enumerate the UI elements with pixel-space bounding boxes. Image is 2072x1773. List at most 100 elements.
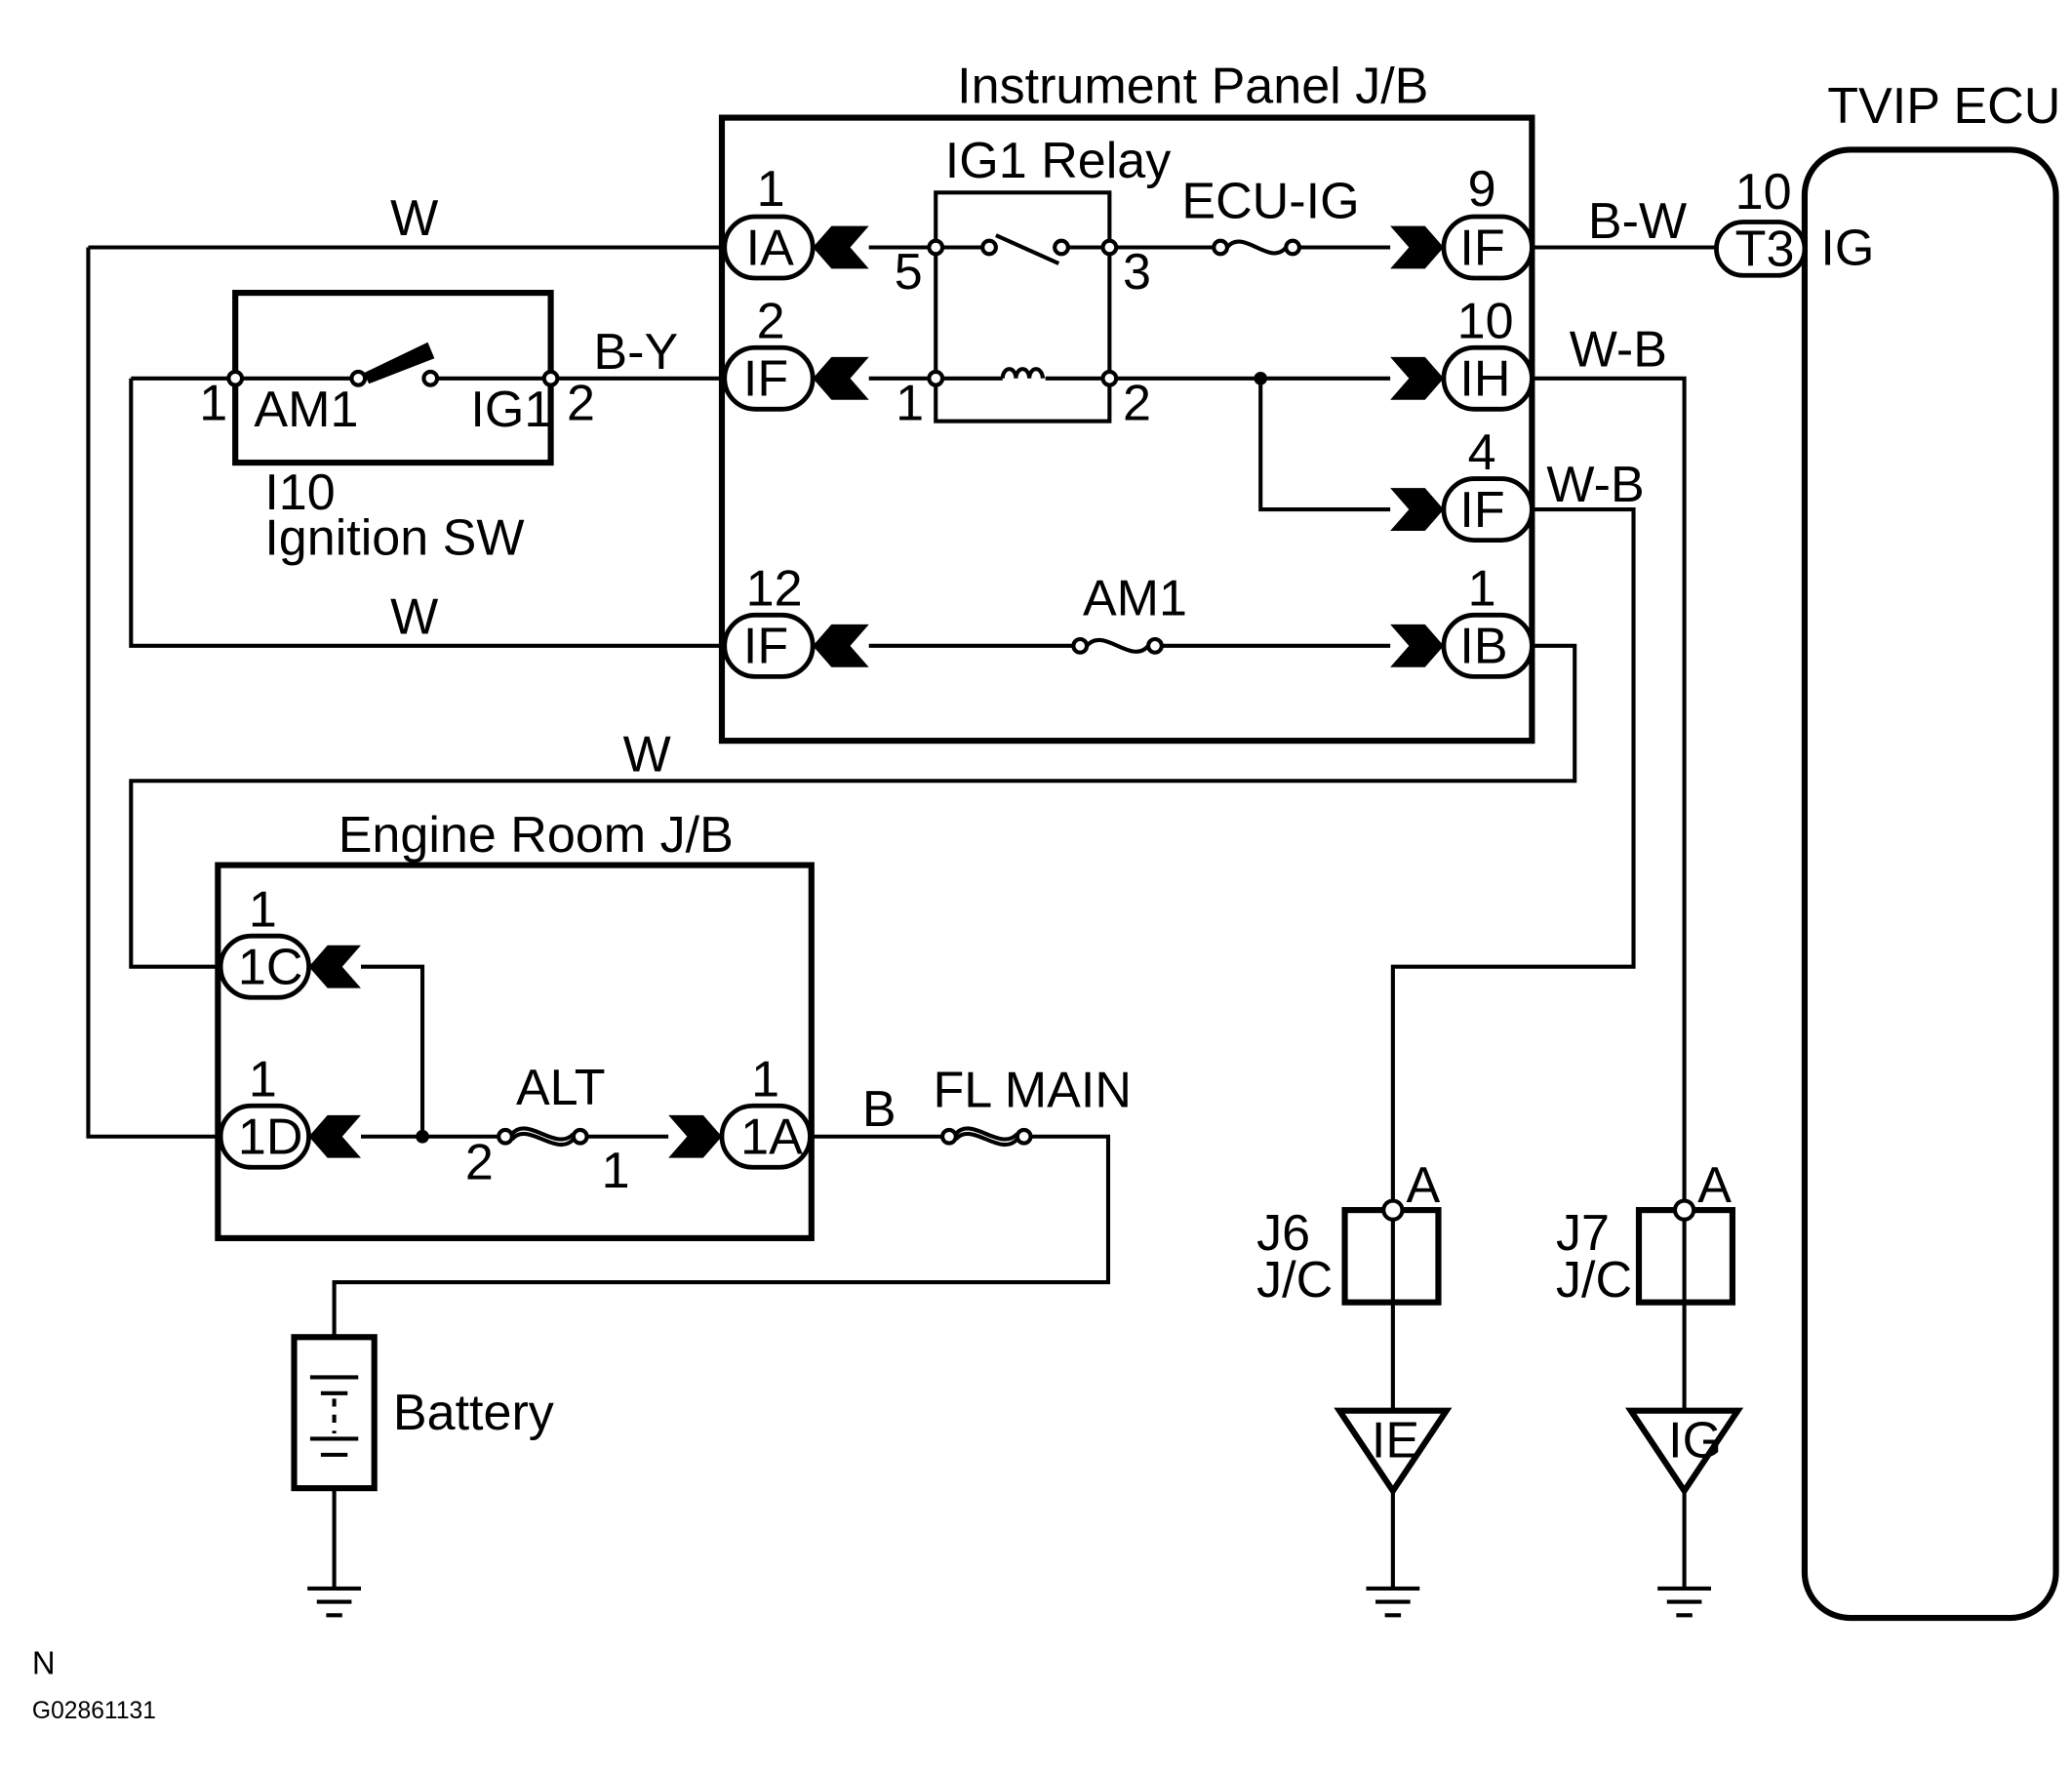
connector-if-9: IF 9 — [1390, 161, 1534, 281]
fuse-ecu-ig-end-a — [1212, 238, 1230, 257]
fuse-fl-main-end-b — [1015, 1127, 1033, 1146]
connector-ia-arrow — [813, 225, 869, 269]
connector-if-2: IF 2 — [722, 294, 869, 412]
connector-ib: IB 1 — [1390, 561, 1534, 679]
fuse-am1-icon — [1085, 637, 1150, 654]
footer-letter: N — [32, 1645, 56, 1681]
j7-pin-node — [1672, 1198, 1696, 1222]
fuse-ecu-ig-end-b — [1284, 238, 1302, 257]
ecu-connector-t3-pill — [1714, 220, 1808, 278]
connector-if-12-arrow — [813, 624, 869, 667]
ignition-pin-1: 1 — [199, 375, 227, 431]
tvip-ecu-box — [1801, 146, 2059, 1622]
er-line-1c — [361, 964, 425, 1137]
battery-box — [291, 1334, 378, 1492]
fuse-alt-pin-1: 1 — [602, 1143, 630, 1199]
fuse-am1-end-b — [1146, 636, 1164, 655]
ecu-terminal-ig: IG — [1820, 220, 1874, 276]
wire-label-bw: B-W — [1588, 193, 1687, 250]
wire-label-w-mid: W — [390, 589, 438, 646]
ignition-switch-lever — [363, 342, 435, 384]
ground-point-ig-triangle — [1625, 1407, 1744, 1497]
connector-if-4-num: 4 — [1468, 424, 1496, 481]
engine-room-jb-box — [215, 862, 815, 1241]
connector-if-9-label: IF — [1459, 220, 1504, 276]
relay-node-1 — [927, 369, 945, 387]
relay-pin-1: 1 — [896, 375, 924, 431]
connector-ia: IA 1 — [722, 161, 869, 281]
connector-if-2-num: 2 — [757, 294, 785, 350]
relay-coil — [1000, 367, 1045, 379]
wire-label-w-top: W — [390, 190, 438, 247]
wire-w-ign-to-if12 — [129, 376, 722, 648]
fuse-fl-main-end-a — [940, 1127, 958, 1146]
connector-ih-label: IH — [1459, 351, 1510, 408]
relay-branch — [1258, 378, 1391, 512]
relay-pin-2: 2 — [1123, 375, 1151, 431]
wire-label-b: B — [862, 1081, 897, 1138]
connector-1c: 1C 1 — [218, 882, 362, 1000]
fuse-fl-main-icon — [954, 1126, 1019, 1148]
instrument-panel-jb-title: Instrument Panel J/B — [957, 59, 1428, 115]
ignition-label-ig1: IG1 — [470, 382, 552, 438]
relay-node-2 — [1100, 369, 1119, 387]
connector-ih-arrow — [1390, 356, 1444, 400]
connector-1a: 1A 1 — [668, 1052, 813, 1170]
connector-ia-num: 1 — [757, 161, 785, 218]
connector-1c-pill — [218, 933, 311, 1000]
fuse-alt-icon — [510, 1126, 576, 1148]
relay-junction-dot — [1254, 371, 1268, 385]
j6-pin-node — [1381, 1198, 1405, 1222]
connector-ih-num: 10 — [1457, 294, 1514, 350]
footer-code: G02861131 — [32, 1698, 156, 1724]
connector-1a-arrow — [668, 1114, 722, 1158]
ignition-label-am1: AM1 — [254, 382, 358, 438]
wire-b — [332, 1134, 1111, 1338]
connector-1c-num: 1 — [249, 882, 277, 939]
connector-if-9-arrow — [1390, 225, 1444, 269]
connector-if-12-pill — [722, 612, 816, 679]
wire-label-wb-ih: W-B — [1570, 321, 1667, 378]
connector-if-2-label: IF — [743, 351, 788, 408]
connector-if-4: IF 4 — [1390, 424, 1534, 543]
ground-point-ig-label: IG — [1668, 1413, 1722, 1470]
ignition-code: I10 — [264, 464, 335, 521]
relay-node-5 — [927, 238, 945, 257]
tvip-ecu-title: TVIP ECU — [1827, 78, 2060, 135]
connector-if-2-arrow — [813, 356, 869, 400]
connector-1c-arrow — [308, 945, 362, 988]
ground-point-ie-triangle — [1334, 1407, 1453, 1497]
ignition-node-am1 — [226, 369, 245, 387]
j6-type: J/C — [1256, 1252, 1333, 1309]
connector-1d: 1D 1 — [218, 1052, 362, 1170]
connector-ib-pill — [1441, 612, 1534, 679]
connector-1a-num: 1 — [751, 1052, 779, 1108]
fuse-am1-label: AM1 — [1083, 570, 1187, 626]
ground-point-ie-label: IE — [1372, 1413, 1419, 1470]
j7-pin-label: A — [1697, 1157, 1732, 1214]
ignition-switch-contact-b — [421, 369, 440, 387]
connector-1a-label: 1A — [740, 1109, 803, 1166]
fuse-ecu-ig-icon — [1225, 239, 1288, 256]
j7-code: J7 — [1556, 1205, 1610, 1262]
fuse-alt-end-b — [571, 1127, 589, 1146]
battery-ground-icon — [307, 1586, 362, 1618]
connector-ib-num: 1 — [1468, 561, 1496, 618]
connector-1d-arrow — [308, 1114, 362, 1158]
fuse-fl-main-label: FL MAIN — [933, 1063, 1131, 1119]
relay-switch-contact-a — [980, 238, 998, 257]
j6-code: J6 — [1256, 1205, 1310, 1262]
connector-if-12-num: 12 — [746, 561, 803, 618]
battery-label: Battery — [393, 1385, 554, 1441]
ecu-connector-pin-num: 10 — [1735, 164, 1792, 221]
connector-1c-label: 1C — [238, 940, 303, 996]
connector-if-9-num: 9 — [1468, 161, 1496, 218]
connector-if-4-arrow — [1390, 488, 1444, 532]
connector-ia-pill — [722, 214, 816, 281]
relay-node-3 — [1100, 238, 1119, 257]
connector-1d-pill — [218, 1103, 311, 1170]
connector-ia-label: IA — [746, 220, 794, 276]
wire-label-w-low: W — [623, 727, 671, 784]
connector-ih-pill — [1441, 344, 1534, 412]
wire-w-ia-to-1d — [86, 245, 722, 1139]
